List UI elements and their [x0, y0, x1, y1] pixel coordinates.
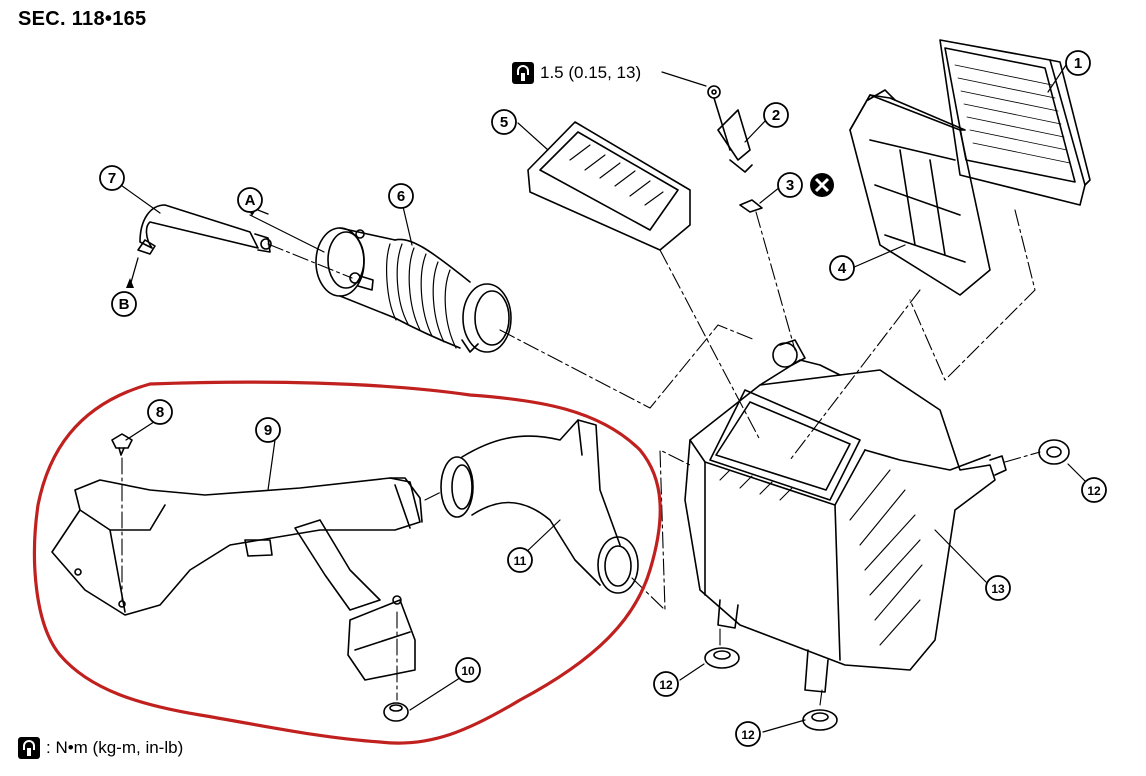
pcv-hose	[137, 204, 272, 255]
callout-10: 10	[461, 664, 475, 678]
filter-frame	[849, 89, 991, 296]
callout-12-b: 12	[659, 678, 673, 692]
mounting-bracket	[707, 85, 763, 213]
air-inlet-duct	[51, 477, 423, 681]
callout-circles	[99, 50, 1107, 747]
x-mark-icon	[810, 173, 834, 197]
resonator-cover	[527, 121, 691, 251]
callout-13: 13	[991, 582, 1005, 596]
callout-12-a: 12	[1087, 484, 1101, 498]
legend: : N•m (kg-m, in-lb)	[18, 737, 183, 759]
callout-leaders	[117, 61, 1091, 733]
grommet-10	[383, 702, 409, 722]
callout-5: 5	[500, 114, 508, 131]
callout-7: 7	[108, 170, 116, 187]
callout-4: 4	[838, 260, 847, 277]
torque-wrench-icon	[512, 62, 534, 84]
callout-3: 3	[786, 177, 794, 194]
torque-spec: 1.5 (0.15, 13)	[512, 62, 641, 84]
legend-text: : N•m (kg-m, in-lb)	[46, 738, 184, 757]
leader-lines	[121, 209, 1041, 706]
callout-2: 2	[772, 107, 780, 124]
callout-1: 1	[1074, 55, 1082, 72]
torque-wrench-icon	[18, 737, 40, 759]
grommets	[704, 439, 1070, 731]
callout-11: 11	[514, 554, 527, 568]
clip	[111, 433, 133, 456]
air-cleaner-case	[684, 339, 1007, 693]
ref-b: B	[119, 296, 130, 313]
ref-a: A	[245, 192, 256, 209]
section-title: SEC. 118•165	[18, 8, 147, 30]
callout-8: 8	[156, 404, 164, 421]
callout-6: 6	[397, 188, 405, 205]
callout-12-c: 12	[741, 728, 755, 742]
air-filter-element	[939, 39, 1091, 206]
callout-9: 9	[264, 422, 272, 439]
air-duct-bellows	[315, 227, 512, 353]
resonator-duct	[440, 419, 639, 594]
torque-spec-value: 1.5 (0.15, 13)	[540, 63, 642, 82]
highlight-outline	[32, 380, 662, 745]
